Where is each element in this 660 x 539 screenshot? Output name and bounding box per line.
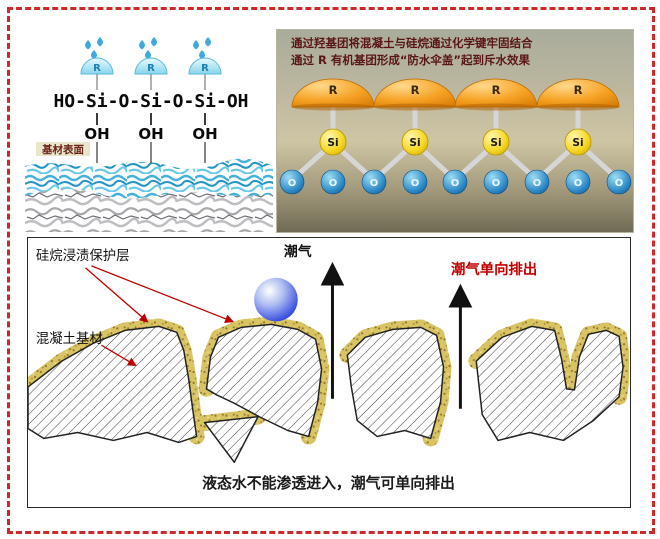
moisture-arrows [320, 261, 473, 409]
o-label: O [411, 178, 420, 189]
concrete-block-1 [28, 325, 198, 444]
oh-label: OH [192, 125, 217, 143]
o-label: O [370, 178, 379, 189]
rain-umbrella-groups: R R R [80, 37, 222, 90]
si-label: Si [572, 137, 583, 149]
waterproof-umbrella-domes: R R R R [291, 78, 620, 111]
coating-leader-lines [85, 265, 235, 367]
silane-bonding-schematic-panel: R R R HO-Si-O-Si-O-Si-OH OH OH OH 基材表面 [25, 30, 273, 232]
r-label: R [411, 83, 420, 97]
siloxane-formula: HO-Si-O-Si-O-Si-OH [53, 91, 248, 112]
si-oh-bond-bars [96, 113, 206, 125]
concrete-blocks [28, 323, 624, 463]
r-label: R [201, 63, 209, 74]
r-label: R [93, 63, 101, 74]
umbrella-icons [80, 57, 222, 75]
si-spheres [319, 128, 592, 156]
surface-label-bg [36, 142, 90, 156]
hydroxyl-surface-band [25, 158, 273, 199]
o-label: O [492, 178, 501, 189]
concrete-block-2 [205, 323, 323, 438]
concrete-block-4 [475, 325, 624, 442]
oh-label: OH [138, 125, 163, 143]
coating-label: 硅烷浸渍保护层 [36, 248, 130, 264]
umbrella-r-labels: R R R [93, 63, 209, 74]
one-way-release-label: 潮气单向排出 [451, 260, 537, 278]
umbrella-stems [96, 74, 206, 90]
r-label: R [574, 83, 583, 97]
o-label: O [533, 178, 542, 189]
o-label: O [329, 178, 338, 189]
o-label: O [615, 178, 624, 189]
silicon-atoms: Si Si Si Si [319, 128, 592, 156]
moisture-label: 潮气 [284, 243, 312, 260]
r-label: R [329, 83, 338, 97]
bonding-schematic-svg: R R R HO-Si-O-Si-O-Si-OH OH OH OH 基材表面 [25, 37, 273, 232]
r-label: R [147, 63, 155, 74]
concrete-block-3 [346, 326, 445, 440]
dome-rims [292, 103, 619, 111]
rain-drops-icon [85, 37, 211, 60]
o-label: O [451, 178, 460, 189]
o-label: O [574, 178, 583, 189]
bottom-caption: 液态水不能渗透进入，潮气可单向排出 [202, 474, 455, 492]
concrete-fragment-triangle [203, 415, 259, 463]
si-label: Si [327, 137, 338, 149]
r-label: R [492, 83, 501, 97]
caption-line-1: 通过羟基团将混凝土与硅烷通过化学键牢固结合 [291, 36, 533, 50]
caption-line-2: 通过 R 有机基团形成“防水伞盖”起到斥水效果 [291, 53, 530, 67]
o-spheres [279, 169, 632, 195]
o-label: O [288, 178, 297, 189]
molecular-umbrella-photo-panel: 通过羟基团将混凝土与硅烷通过化学键牢固结合 通过 R 有机基团形成“防水伞盖”起… [276, 29, 634, 233]
water-droplet-sphere [254, 277, 298, 322]
moisture-diagram-svg: 硅烷浸渍保护层 混凝土基材 潮气 潮气单向排出 液态水不能渗透进入，潮气可单向排… [28, 243, 629, 492]
dome-r-labels: R R R R [329, 83, 583, 97]
surface-label: 基材表面 [41, 143, 84, 156]
surface-bond-lines [96, 142, 206, 163]
substrate-label: 混凝土基材 [36, 330, 103, 347]
moisture-release-diagram-panel: 硅烷浸渍保护层 混凝土基材 潮气 潮气单向排出 液态水不能渗透进入，潮气可单向排… [27, 237, 631, 508]
si-label: Si [409, 137, 420, 149]
si-label: Si [490, 137, 501, 149]
o-labels: O O O O O O O O O [288, 178, 624, 189]
oxygen-atoms: O O O O O O O O O [279, 169, 632, 195]
dome-shapes [291, 78, 620, 108]
oh-label: OH [84, 125, 109, 143]
si-labels: Si Si Si Si [327, 137, 583, 149]
molecular-photo-svg: 通过羟基团将混凝土与硅烷通过化学键牢固结合 通过 R 有机基团形成“防水伞盖”起… [277, 30, 633, 232]
oh-group-labels: OH OH OH [84, 125, 217, 143]
